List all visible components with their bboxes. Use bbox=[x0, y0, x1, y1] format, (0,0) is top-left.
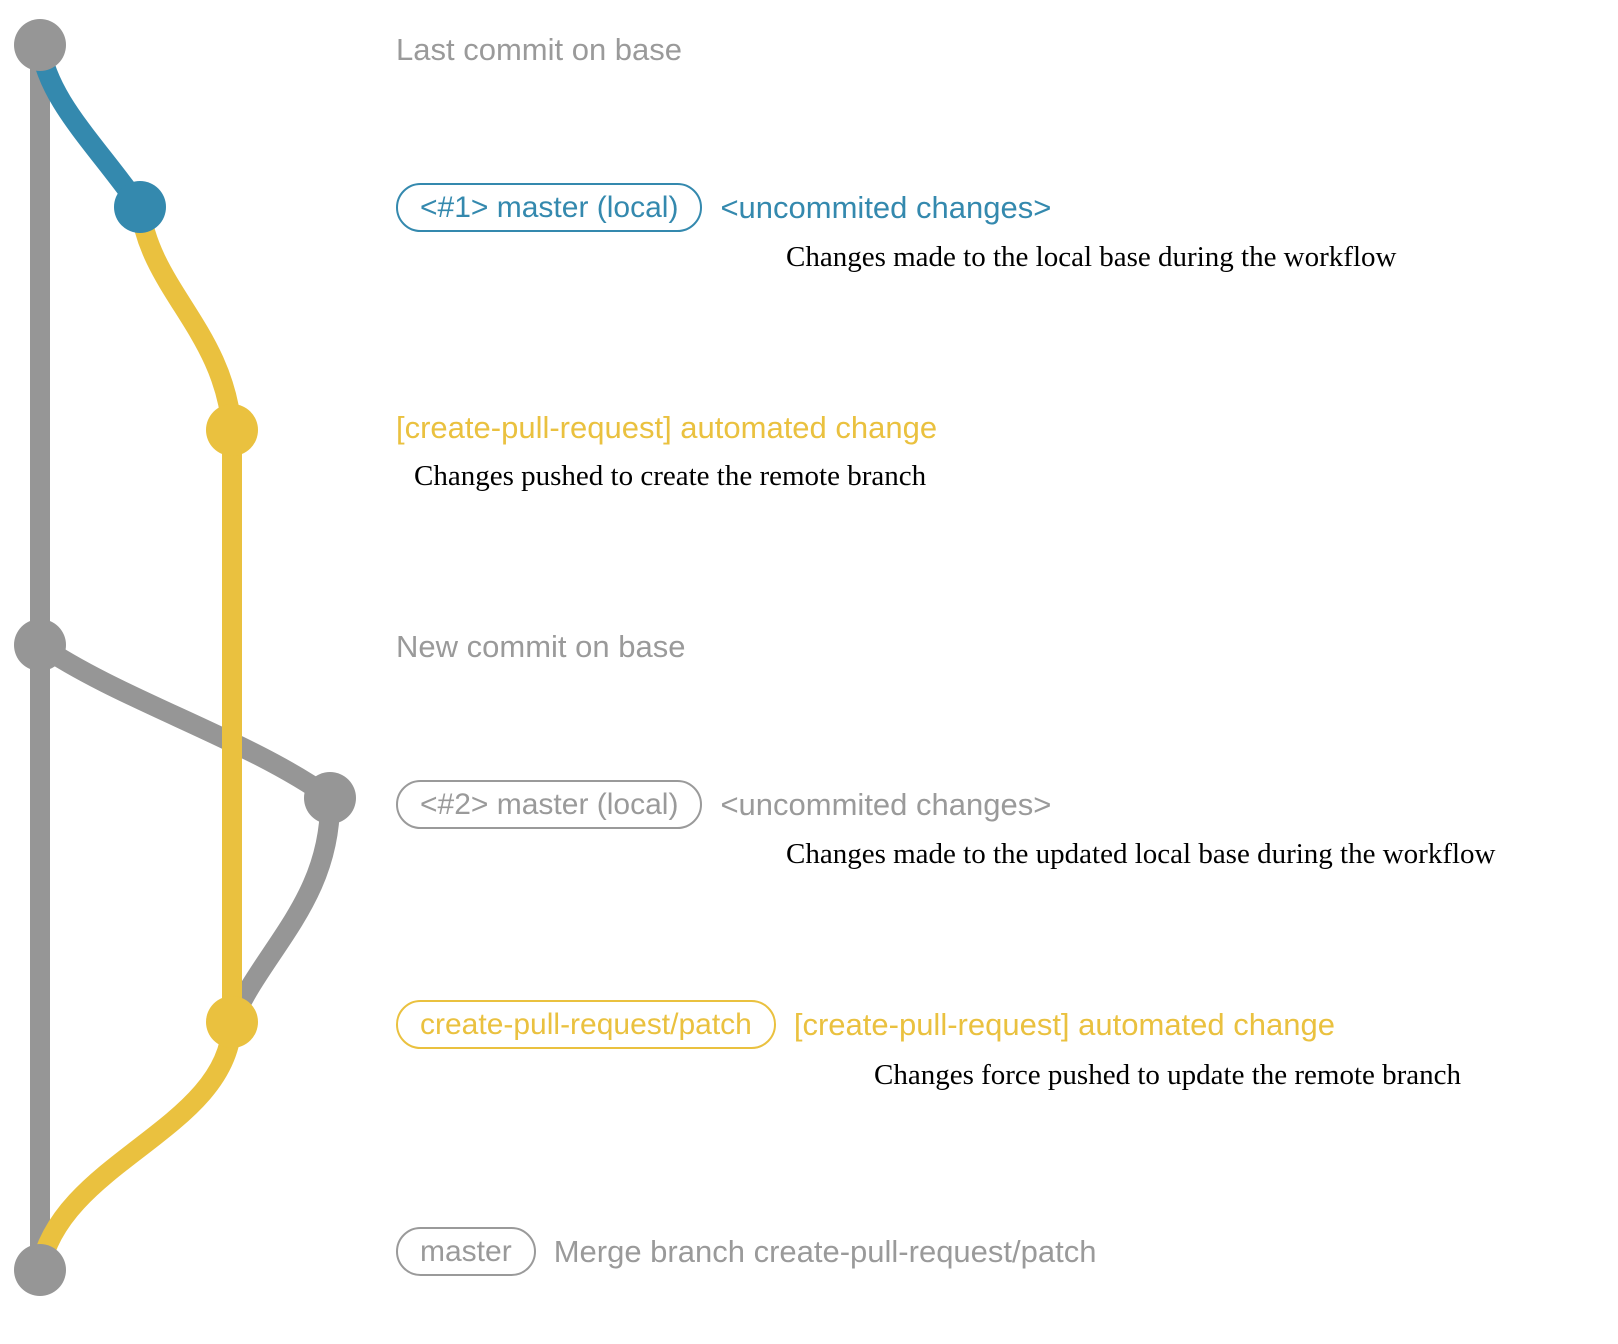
headline-automated-change-1: [create-pull-request] automated change bbox=[396, 410, 938, 445]
headline-uncommited-changes-2: <uncommited changes> bbox=[720, 787, 1052, 822]
row-last-commit-on-base: Last commit on base bbox=[396, 34, 682, 65]
row-master-merge: master Merge branch create-pull-request/… bbox=[396, 1227, 1096, 1276]
badge-master[interactable]: master bbox=[396, 1227, 536, 1276]
description-create-pull-request-patch: Changes force pushed to update the remot… bbox=[874, 1059, 1462, 1091]
edge-local2-to-patch bbox=[222, 788, 341, 1032]
headline-merge-branch: Merge branch create-pull-request/patch bbox=[553, 1234, 1097, 1269]
commit-node-local-1 bbox=[114, 181, 166, 233]
commit-node-patch bbox=[206, 996, 258, 1048]
badge-master-local-2[interactable]: <#2> master (local) bbox=[396, 780, 703, 829]
badge-create-pull-request-patch[interactable]: create-pull-request/patch bbox=[396, 1000, 776, 1049]
commit-graph bbox=[14, 19, 356, 1296]
headline-new-commit-on-base: New commit on base bbox=[396, 629, 686, 664]
headline-automated-change-2: [create-pull-request] automated change bbox=[793, 1007, 1335, 1042]
edge-base-to-local1 bbox=[30, 35, 150, 217]
headline-last-commit-on-base: Last commit on base bbox=[396, 32, 683, 67]
row-new-commit-on-base: New commit on base bbox=[396, 631, 685, 662]
description-master-local-1: Changes made to the local base during th… bbox=[786, 241, 1397, 273]
description-automated-change-1: Changes pushed to create the remote bran… bbox=[414, 460, 927, 492]
headline-uncommited-changes-1: <uncommited changes> bbox=[720, 190, 1052, 225]
row-create-pull-request-patch: create-pull-request/patch [create-pull-r… bbox=[396, 1000, 1335, 1049]
row-master-local-2: <#2> master (local) <uncommited changes> bbox=[396, 780, 1051, 829]
commit-node-local-2 bbox=[304, 772, 356, 824]
badge-master-local-1[interactable]: <#1> master (local) bbox=[396, 183, 703, 232]
row-automated-change-1: [create-pull-request] automated change bbox=[396, 412, 937, 443]
edge-local1-to-auto1 bbox=[130, 197, 242, 440]
commit-node-last-base bbox=[14, 19, 66, 71]
row-master-local-1: <#1> master (local) <uncommited changes> bbox=[396, 183, 1051, 232]
edge-new-base-to-local2 bbox=[30, 635, 340, 808]
commit-node-automated-1 bbox=[206, 404, 258, 456]
description-master-local-2: Changes made to the updated local base d… bbox=[786, 838, 1496, 870]
edge-patch-to-master bbox=[30, 1012, 242, 1280]
commit-node-new-base bbox=[14, 619, 66, 671]
commit-node-master bbox=[14, 1244, 66, 1296]
